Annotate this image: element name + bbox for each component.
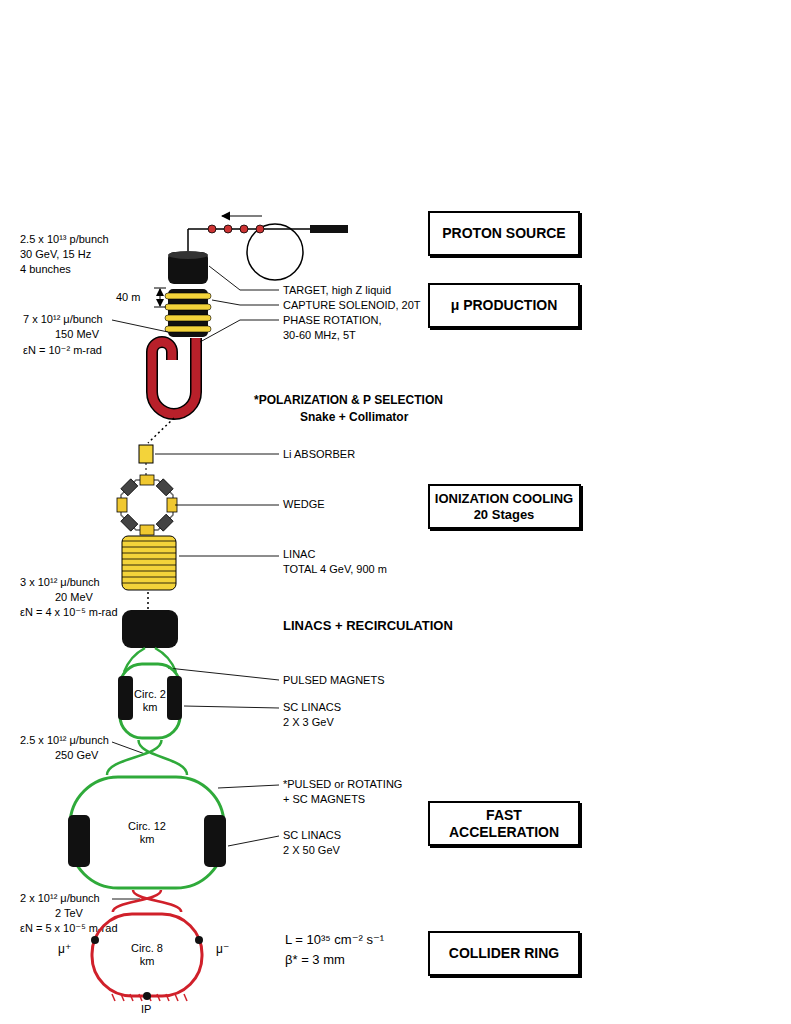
annotation-label: Li ABSORBER (283, 448, 355, 461)
annotation-label: TARGET, high Z liquid (283, 284, 391, 297)
annotation-label: Snake + Collimator (300, 410, 408, 425)
annotation-label: *PULSED or ROTATING (283, 778, 402, 791)
annotation-label: μ⁻ (216, 943, 229, 956)
accelerator-ring: Circ. 8 km (90, 912, 204, 998)
accelerator-ring: Circ. 2 km (118, 662, 182, 740)
annotation-label: 2 X 3 GeV (283, 716, 334, 729)
annotation-label: + SC MAGNETS (283, 793, 365, 806)
annotation-label: *POLARIZATION & P SELECTION (254, 393, 443, 408)
annotation-label: 150 MeV (55, 328, 99, 341)
annotation-label: LINACS + RECIRCULATION (283, 618, 453, 634)
annotation-label: SC LINACS (283, 829, 341, 842)
beam-transfer-line (113, 890, 181, 912)
annotation-label: 4 bunches (20, 263, 71, 276)
stage-box: PROTON SOURCE (428, 211, 580, 256)
stage-title: μ PRODUCTION (451, 297, 558, 314)
annotation-label: 2 X 50 GeV (283, 844, 340, 857)
annotation-label: εN = 10⁻² m-rad (23, 344, 102, 357)
annotation-label: 30 GeV, 15 Hz (20, 248, 91, 261)
accelerator-ring: Circ. 12 km (68, 775, 226, 890)
annotation-label: 2.5 x 10¹³ p/bunch (20, 233, 109, 246)
annotation-label: CAPTURE SOLENOID, 20T (283, 299, 421, 312)
annotation-label: LINAC (283, 548, 315, 561)
annotation-label: 40 m (116, 291, 140, 304)
stage-title: FAST ACCELERATION (448, 807, 560, 841)
annotation-label: 30-60 MHz, 5T (283, 329, 356, 342)
annotation-label: WEDGE (283, 498, 325, 511)
annotation-label: PULSED MAGNETS (283, 674, 384, 687)
stage-title: COLLIDER RING (449, 945, 559, 962)
ring-label: Circ. 8 km (129, 942, 165, 968)
ring-label: Circ. 2 km (134, 688, 166, 714)
annotation-label: 250 GeV (55, 749, 98, 762)
annotation-label: 2 TeV (55, 907, 83, 920)
annotation-label: IP (141, 1003, 151, 1016)
annotation-label: εN = 4 x 10⁻⁵ m-rad (20, 606, 118, 619)
stage-title: 20 Stages (474, 507, 535, 523)
stage-box: IONIZATION COOLING20 Stages (428, 484, 581, 529)
ring-label: Circ. 12 km (127, 820, 167, 846)
annotation-label: 2 x 10¹² μ/bunch (20, 892, 100, 905)
annotation-label: 20 MeV (55, 591, 93, 604)
annotation-label: PHASE ROTATION, (283, 314, 382, 327)
annotation-label: 2.5 x 10¹² μ/bunch (20, 734, 109, 747)
annotation-label: SC LINACS (283, 701, 341, 714)
annotation-label: μ⁺ (58, 943, 71, 956)
annotation-label: TOTAL 4 GeV, 900 m (283, 563, 387, 576)
stage-box: FAST ACCELERATION (428, 801, 580, 846)
stage-title: PROTON SOURCE (442, 225, 565, 242)
stage-box: COLLIDER RING (428, 931, 580, 976)
annotation-label: 7 x 10¹² μ/bunch (23, 313, 103, 326)
beam-transfer-line (107, 740, 187, 775)
stage-title: IONIZATION COOLING (435, 491, 573, 507)
annotation-label: 3 x 10¹² μ/bunch (20, 576, 100, 589)
annotation-label: β* = 3 mm (285, 952, 345, 968)
annotation-label: L = 10³⁵ cm⁻² s⁻¹ (285, 932, 384, 948)
stage-box: μ PRODUCTION (428, 283, 580, 328)
